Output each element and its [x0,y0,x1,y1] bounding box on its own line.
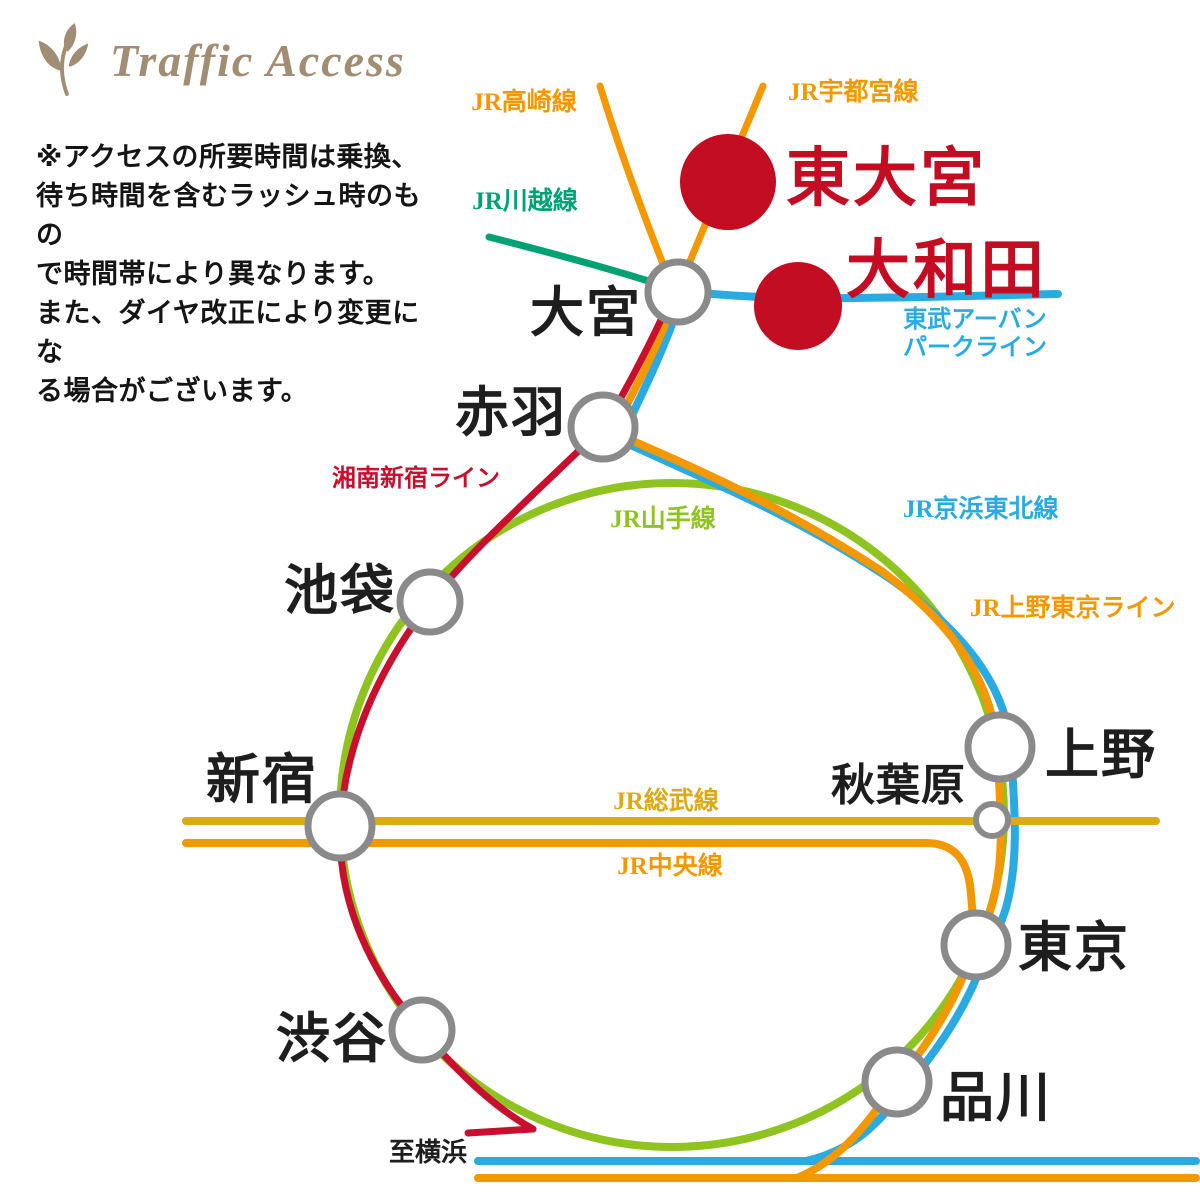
shonan-shinjuku-line-label: 湘南新宿ライン [332,464,500,492]
station-label-ueno: 上野 [1045,725,1157,785]
station-circle-owada [754,262,842,350]
to-yokohama-label: 至横浜 [389,1138,467,1167]
kawagoe-line-path [485,233,662,288]
station-circle-ueno [964,711,1036,783]
sobu-line-label: JR総武線 [613,786,719,815]
station-label-shinagawa: 品川 [940,1068,1052,1128]
keihin-tohoku-line-label: JR京浜東北線 [903,494,1059,523]
takasaki-line-path [596,82,675,288]
brand-header: Traffic Access [30,22,406,98]
station-label-shibuya: 渋谷 [276,1009,388,1069]
tobu-urban-park-line-label-1: 東武アーバン [903,306,1047,333]
takasaki-line-label: JR高崎線 [471,87,577,116]
station-circle-tokyo [940,909,1012,981]
station-circle-akabane [567,391,639,463]
station-circle-higashi-omiya [680,134,776,230]
station-circle-akihabara [973,801,1011,839]
station-label-tokyo: 東京 [1018,918,1130,978]
tobu-urban-park-line-path [680,287,1062,303]
station-label-owada: 大和田 [846,235,1047,306]
station-circle-shibuya [388,996,456,1064]
access-disclaimer-note: ※アクセスの所要時間は乗換、 待ち時間を含むラッシュ時のもの で時間帯により異な… [36,142,421,406]
page-title: Traffic Access [110,34,406,86]
station-label-ikebukuro: 池袋 [284,561,396,621]
station-label-shinjuku: 新宿 [206,750,318,810]
station-label-omiya: 大宮 [530,283,642,343]
leaf-shape-right [68,43,89,67]
station-circle-shinjuku [304,790,376,862]
utsunomiya-line-label: JR宇都宮線 [788,77,919,106]
leaf-shape-left [38,40,62,71]
station-label-akabane: 赤羽 [455,383,567,443]
station-circle-shinagawa [861,1046,933,1118]
ueno-tokyo-line-label: JR上野東京ライン [970,593,1176,622]
leaf-shape-top [63,23,77,52]
station-label-higashi-omiya: 東大宮 [786,143,987,214]
kawagoe-line-label: JR川越線 [472,186,578,215]
chuo-line-label: JR中央線 [617,851,723,880]
leaf-logo-icon [38,23,89,96]
yamanote-line-label: JR山手線 [610,504,716,533]
station-circle-omiya [644,258,712,326]
station-circle-ikebukuro [396,568,464,636]
station-label-akihabara: 秋葉原 [831,761,966,810]
tobu-urban-park-line-label-2: パークライン [903,334,1047,361]
chuo-line-path [182,839,978,934]
